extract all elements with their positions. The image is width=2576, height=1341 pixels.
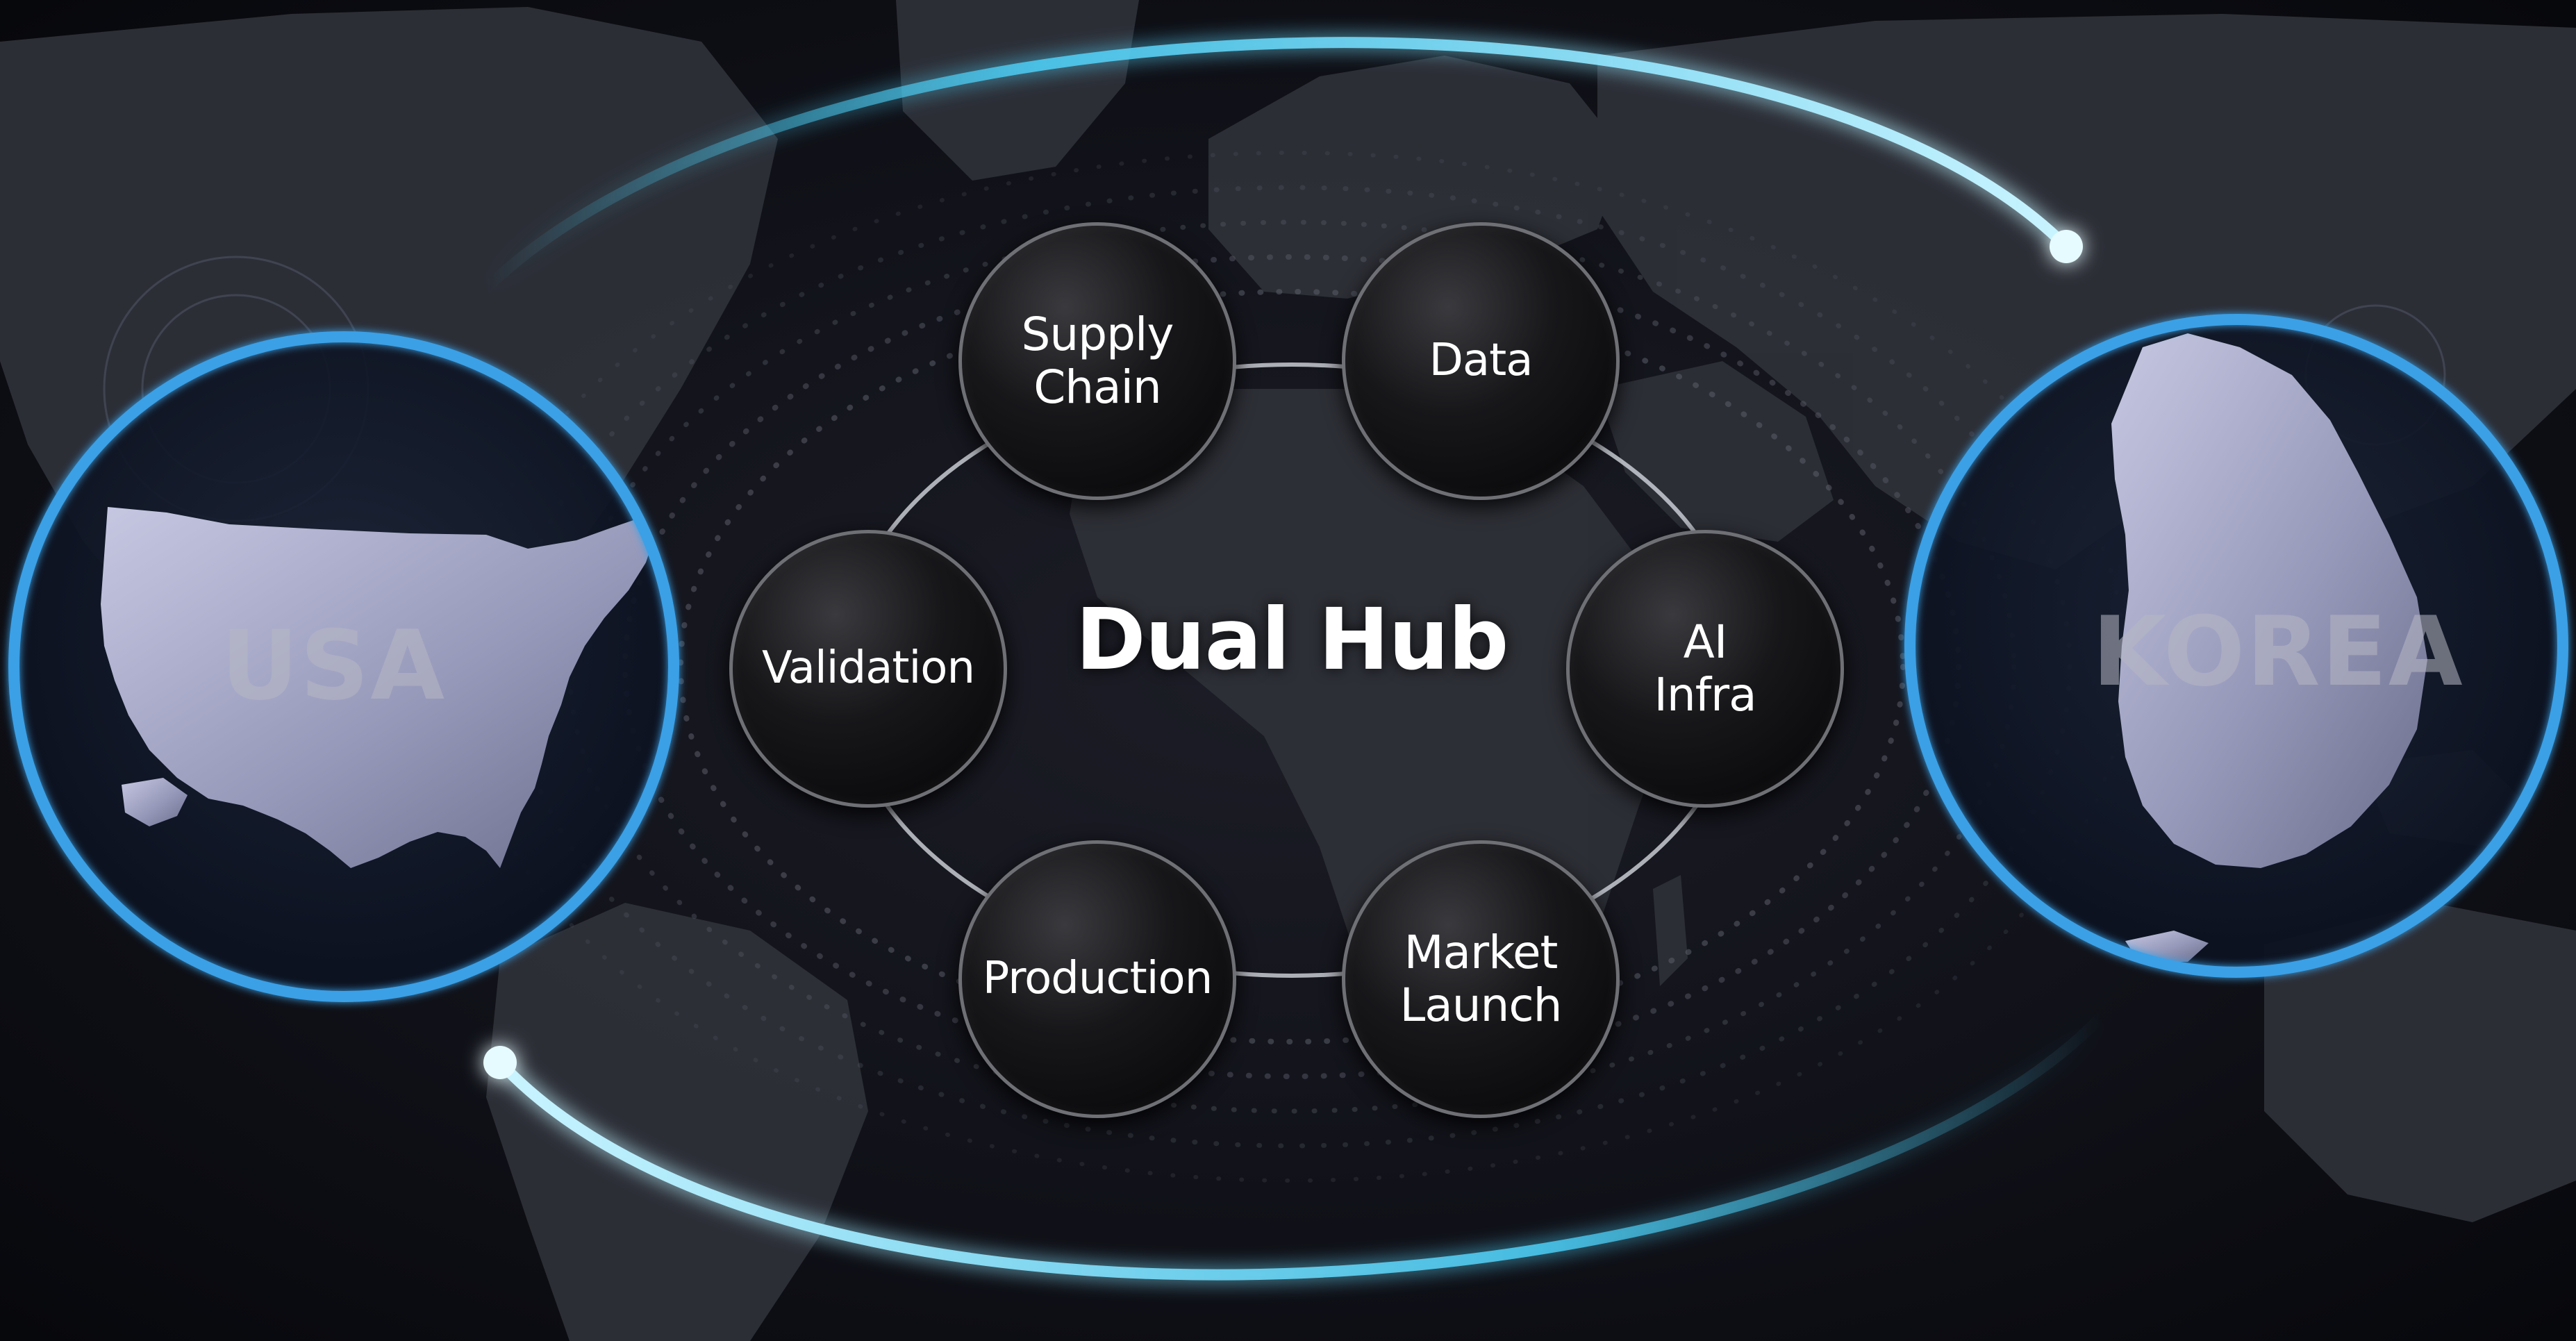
node-production: Production xyxy=(958,840,1236,1118)
node-label-line: Chain xyxy=(1033,360,1162,414)
node-validation: Validation xyxy=(729,530,1007,808)
region-label-usa: USA xyxy=(220,610,447,722)
alaska-map-icon xyxy=(122,778,188,826)
node-label-production: Production xyxy=(969,953,1227,1005)
node-market-launch: Market Launch xyxy=(1342,840,1620,1118)
region-usa xyxy=(8,331,679,1002)
node-supply-chain: Supply Chain xyxy=(958,222,1236,500)
node-label-line: Launch xyxy=(1399,978,1563,1032)
hub-title: Dual Hub xyxy=(1075,590,1509,689)
region-korea xyxy=(1904,314,2568,978)
arc-bottom xyxy=(495,1012,2106,1281)
arc-top xyxy=(481,37,2072,294)
node-label-line: Production xyxy=(982,953,1213,1005)
usa-map-icon xyxy=(101,507,656,868)
node-label-line: Validation xyxy=(761,642,975,694)
node-label-validation: Validation xyxy=(748,643,988,694)
node-label-market-launch: Market Launch xyxy=(1386,926,1576,1032)
korea-map-icon xyxy=(2111,333,2427,868)
node-label-line: AI xyxy=(1683,615,1728,669)
arc-bottom-endpoint xyxy=(483,1046,517,1079)
node-label-line: Market xyxy=(1404,926,1559,980)
node-label-data: Data xyxy=(1415,335,1547,387)
node-label-supply-chain: Supply Chain xyxy=(1008,308,1188,414)
node-label-line: Infra xyxy=(1654,668,1756,722)
region-label-korea: KOREA xyxy=(2092,596,2464,708)
node-label-line: Supply xyxy=(1021,308,1174,362)
node-label-line: Data xyxy=(1429,335,1534,387)
connection-arcs xyxy=(481,37,2106,1281)
node-ai-infra: AI Infra xyxy=(1566,530,1844,808)
node-data: Data xyxy=(1342,222,1620,500)
node-label-ai-infra: AI Infra xyxy=(1640,616,1770,722)
arc-top-endpoint xyxy=(2050,230,2083,263)
